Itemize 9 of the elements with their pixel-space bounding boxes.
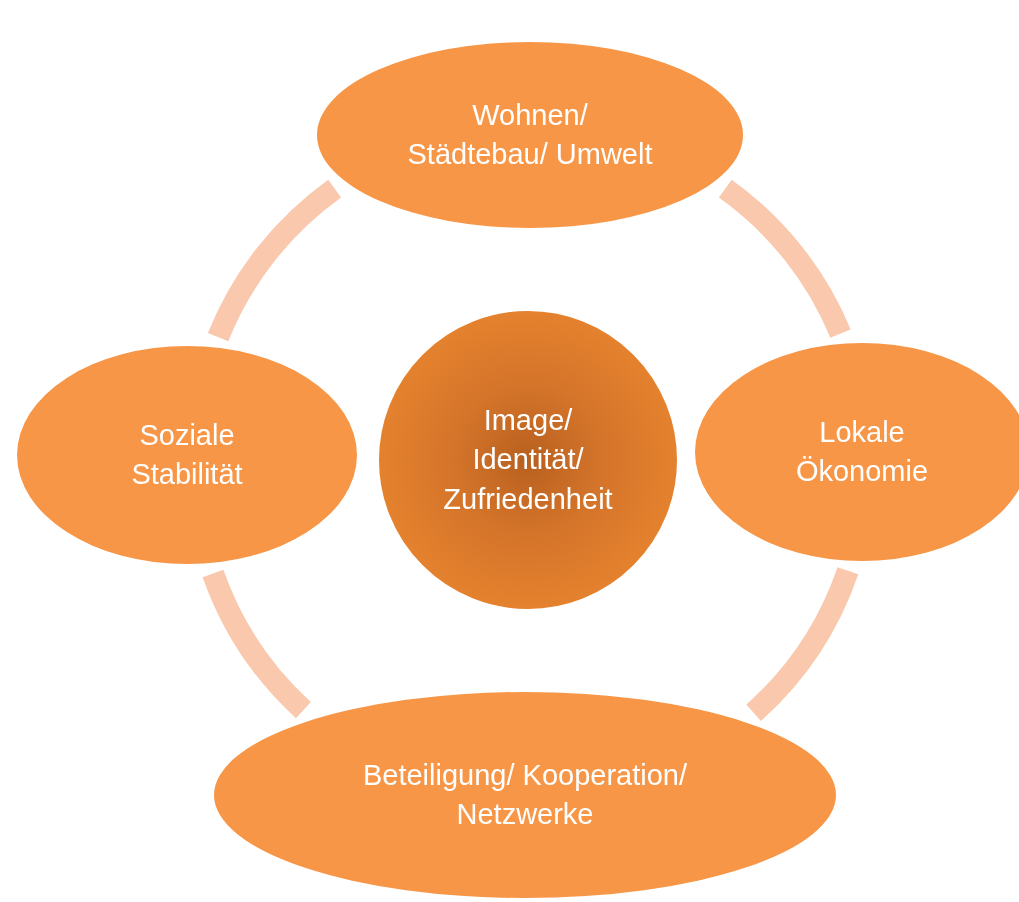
node-label: Lokale Ökonomie xyxy=(794,414,930,489)
arc-connector xyxy=(202,569,312,718)
node-label: Image/ Identität/ Zufriedenheit xyxy=(442,403,614,517)
arc-connector xyxy=(718,180,851,339)
arc-connector xyxy=(208,180,342,342)
node-label: Beteiligung/ Kooperation/ Netzwerke xyxy=(361,757,689,832)
arc-connector xyxy=(745,566,859,721)
node-label: Soziale Stabilität xyxy=(130,417,244,492)
node-label: Wohnen/ Städtebau/ Umwelt xyxy=(406,97,654,172)
